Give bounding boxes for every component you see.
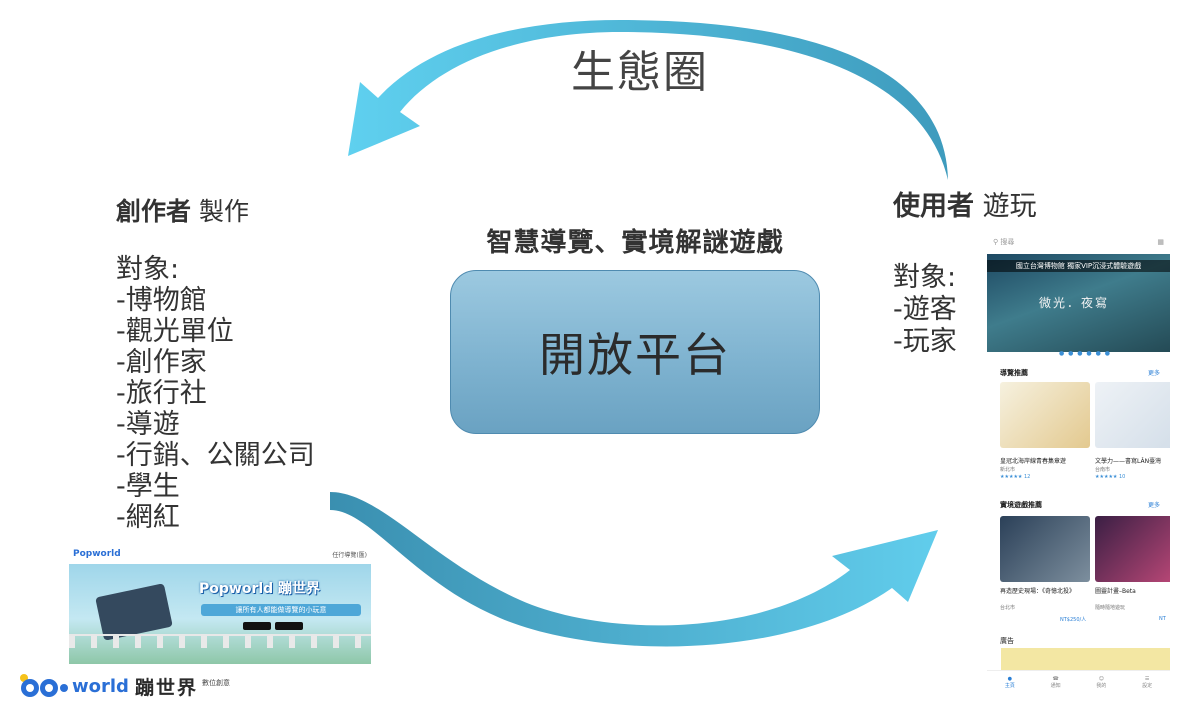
website-brand: Popworld 蹦世界: [199, 581, 321, 597]
list-icon: ☰: [1144, 676, 1150, 682]
google-play-badge: [243, 622, 271, 630]
website-topbar-right: 任行導覽(匯): [332, 551, 367, 559]
list-item: -網紅: [116, 502, 180, 533]
open-platform-label: 開放平台: [539, 328, 731, 382]
ecosystem-title: 生態圈: [571, 47, 709, 98]
card-location: 新北市: [1000, 467, 1016, 473]
nav-settings[interactable]: ☰設定: [1142, 676, 1153, 689]
list-item: -玩家: [893, 326, 957, 357]
user-icon: ☺: [1098, 676, 1104, 682]
nav-home[interactable]: ●主頁: [1004, 676, 1015, 689]
pop-logo-mark: [20, 674, 68, 697]
user-target-list: 對象: -遊客 -玩家: [893, 262, 957, 358]
creator-target-label: 對象:: [116, 254, 180, 285]
railing-illustration: [69, 634, 371, 648]
list-item: -觀光單位: [116, 316, 234, 347]
card-image: [1000, 516, 1090, 582]
app-hero-band: 國立台灣博物館 獨家VIP沉浸式體驗遊戲: [987, 260, 1170, 272]
qr-code-icon: ▦: [1157, 238, 1164, 246]
section-title: 導覽推薦: [1000, 369, 1028, 377]
bell-icon: ☎: [1052, 676, 1059, 682]
ad-banner: [1001, 648, 1170, 670]
list-item: -創作家: [116, 347, 207, 378]
card-rating: ★★★★★ 12: [1000, 474, 1031, 480]
brand-word: world: [72, 675, 129, 697]
nav-profile[interactable]: ☺我的: [1096, 676, 1107, 689]
card-image: [1000, 382, 1090, 448]
app-hero-banner: 國立台灣博物館 獨家VIP沉浸式體驗遊戲 微光．夜寫: [987, 254, 1170, 352]
card-location: 台南市: [1095, 467, 1111, 473]
creator-heading-rest: 製作: [198, 197, 249, 226]
card-location: 台北市: [1000, 605, 1016, 611]
section-title: 實境遊戲推薦: [1000, 501, 1042, 509]
list-item: -導遊: [116, 409, 180, 440]
more-link: 更多: [1147, 502, 1160, 509]
list-item: -遊客: [893, 294, 957, 325]
app-bottom-nav: ●主頁 ☎通知 ☺我的 ☰設定: [987, 670, 1170, 694]
user-heading-rest: 遊玩: [982, 191, 1037, 222]
website-topbar: Popworld 任行導覽(匯): [69, 544, 371, 564]
creator-heading: 創作者 製作: [116, 192, 249, 228]
website-logo: Popworld: [73, 549, 121, 559]
popworld-logo: world 蹦世界 數位創意: [18, 672, 230, 700]
card-image: [1095, 382, 1170, 448]
nav-notifications[interactable]: ☎通知: [1050, 676, 1061, 689]
app-screenshot: ⚲ 搜尋 ▦ 國立台灣博物館 獨家VIP沉浸式體驗遊戲 微光．夜寫 ● ● ● …: [987, 232, 1170, 694]
more-link: 更多: [1147, 370, 1160, 377]
card-title: 圖靈計畫–Beta: [1095, 588, 1136, 595]
bottom-cycle-arrow: [330, 492, 938, 647]
creator-heading-bold: 創作者: [116, 197, 192, 226]
app-search-placeholder: ⚲ 搜尋: [993, 238, 1015, 246]
website-banner: Popworld 蹦世界 讓所有人都能做導覽的小玩意: [69, 564, 371, 664]
user-heading: 使用者 遊玩: [893, 184, 1037, 223]
card-location: 隨時隨地遊玩: [1095, 605, 1126, 611]
open-platform-box: 開放平台: [450, 270, 820, 434]
brand-chinese: 蹦世界: [134, 676, 198, 699]
app-hero-title: 微光．夜寫: [1039, 296, 1110, 310]
ad-label: 廣告: [1000, 637, 1014, 645]
carousel-dots-icon: ● ● ● ● ● ●: [1059, 350, 1111, 357]
card-image: [1095, 516, 1170, 582]
home-icon: ●: [1007, 676, 1013, 682]
card-title: 再造歷史現場：《奇憶北投》: [1000, 588, 1076, 595]
list-item: -博物館: [116, 285, 207, 316]
card-rating: ★★★★★ 10: [1095, 474, 1126, 480]
list-item: -學生: [116, 471, 180, 502]
user-heading-bold: 使用者: [893, 191, 974, 222]
website-screenshot: Popworld 任行導覽(匯) Popworld 蹦世界 讓所有人都能做導覽的…: [69, 544, 371, 664]
list-item: -旅行社: [116, 378, 207, 409]
card-price: NT: [1159, 616, 1166, 622]
card-title: 文學力——書寫LÂN臺灣: [1095, 458, 1162, 465]
creator-target-list: 對象: -博物館 -觀光單位 -創作家 -旅行社 -導遊 -行銷、公關公司 -學…: [116, 254, 315, 533]
list-item: -行銷、公關公司: [116, 440, 315, 471]
user-target-label: 對象:: [893, 262, 957, 293]
card-title: 皇冠北海岸線青春集章遊: [1000, 458, 1067, 465]
card-price: NT$250/人: [1060, 617, 1087, 623]
website-tagline: 讓所有人都能做導覽的小玩意: [201, 604, 361, 616]
app-store-badge: [275, 622, 303, 630]
laptop-illustration: [95, 583, 173, 641]
brand-small-text: 數位創意: [201, 679, 230, 687]
platform-subtitle: 智慧導覽、實境解謎遊戲: [486, 228, 784, 258]
app-search-bar: ⚲ 搜尋 ▦: [987, 232, 1170, 252]
